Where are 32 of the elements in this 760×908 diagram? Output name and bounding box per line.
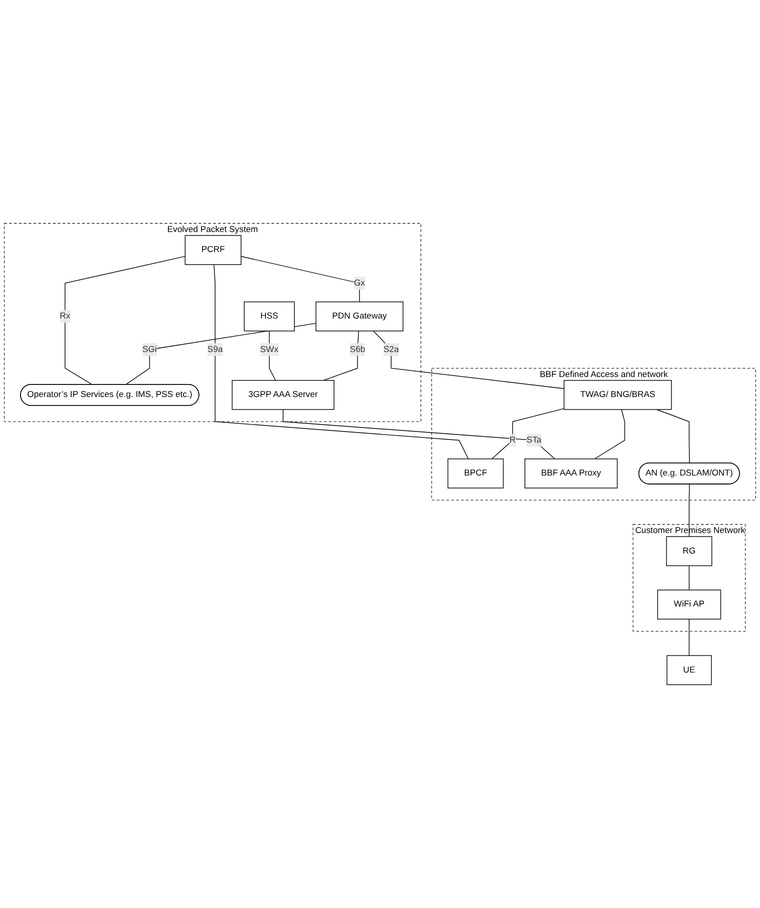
connector: [688, 565, 690, 590]
node-box: TWAG/ BNG/BRAS: [564, 380, 672, 410]
node-box: BPCF: [448, 458, 504, 488]
edge-label: S6b: [350, 344, 366, 354]
connector: [323, 330, 359, 381]
edge-label: STa: [526, 435, 542, 445]
connector: [594, 409, 626, 460]
connector: [688, 484, 690, 537]
connector: [282, 409, 556, 460]
node-box: RG: [666, 536, 712, 566]
edge-label: Rx: [60, 312, 70, 321]
edge-label: S9a: [207, 344, 223, 354]
edge-label: SWx: [260, 344, 278, 354]
node-box: PCRF: [184, 235, 242, 265]
edge-label: R: [510, 435, 516, 445]
node-box: UE: [666, 655, 712, 686]
connector: [492, 408, 564, 460]
edge-label: S2a: [384, 344, 399, 354]
connector: [268, 330, 276, 381]
node-box: BBF AAA Proxy: [524, 458, 618, 488]
connector: [688, 618, 690, 656]
connector: [656, 409, 690, 464]
edge-label: Gx: [354, 278, 366, 288]
node-box: PDN Gateway: [316, 301, 404, 332]
edge-label: SGi: [142, 344, 157, 354]
connector: [64, 256, 186, 385]
node-box: 3GPP AAA Server: [232, 380, 334, 410]
connector: [214, 264, 469, 460]
node-box: HSS: [244, 301, 295, 332]
connector: [373, 330, 564, 389]
connector: [240, 256, 360, 302]
node-box: WiFi AP: [657, 590, 722, 620]
